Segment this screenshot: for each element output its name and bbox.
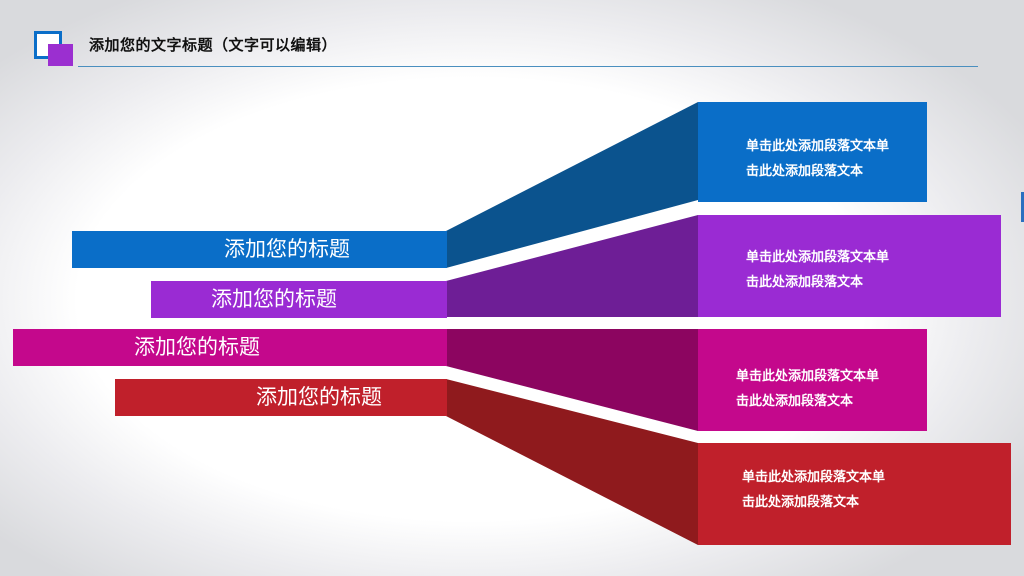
text-box-2[interactable]: 单击此处添加段落文本单 击此处添加段落文本	[698, 215, 1001, 317]
title-bar-3-label: 添加您的标题	[134, 335, 260, 359]
text-box-4[interactable]: 单击此处添加段落文本单 击此处添加段落文本	[698, 443, 1011, 545]
connector-magenta	[446, 329, 698, 431]
text-box-3[interactable]: 单击此处添加段落文本单 击此处添加段落文本	[698, 329, 927, 431]
text-box-4-line1: 单击此处添加段落文本单	[742, 470, 886, 485]
text-box-1-line1: 单击此处添加段落文本单	[746, 139, 890, 154]
title-bar-3[interactable]: 添加您的标题	[13, 329, 447, 366]
text-box-3-line2: 击此处添加段落文本	[736, 394, 854, 409]
text-box-2-line2: 击此处添加段落文本	[746, 275, 864, 290]
title-bar-4-label: 添加您的标题	[256, 385, 382, 409]
title-bar-4[interactable]: 添加您的标题	[115, 379, 447, 416]
title-bar-1[interactable]: 添加您的标题	[72, 231, 447, 268]
text-box-1-line2: 击此处添加段落文本	[746, 164, 864, 179]
slide-edge-marker	[1021, 192, 1024, 222]
logo-square-filled	[48, 44, 73, 66]
text-box-1[interactable]: 单击此处添加段落文本单 击此处添加段落文本	[698, 102, 927, 202]
title-bar-2-label: 添加您的标题	[211, 287, 337, 311]
title-bar-1-label: 添加您的标题	[224, 237, 350, 261]
connector-red	[446, 379, 698, 545]
connector-blue	[446, 102, 698, 268]
text-box-4-line2: 击此处添加段落文本	[742, 495, 860, 510]
connector-purple	[446, 215, 698, 317]
header-divider	[78, 66, 978, 67]
page-title[interactable]: 添加您的文字标题（文字可以编辑）	[89, 36, 338, 54]
text-box-2-line1: 单击此处添加段落文本单	[746, 250, 890, 265]
text-box-3-line1: 单击此处添加段落文本单	[736, 369, 880, 384]
title-bar-2[interactable]: 添加您的标题	[151, 281, 447, 318]
